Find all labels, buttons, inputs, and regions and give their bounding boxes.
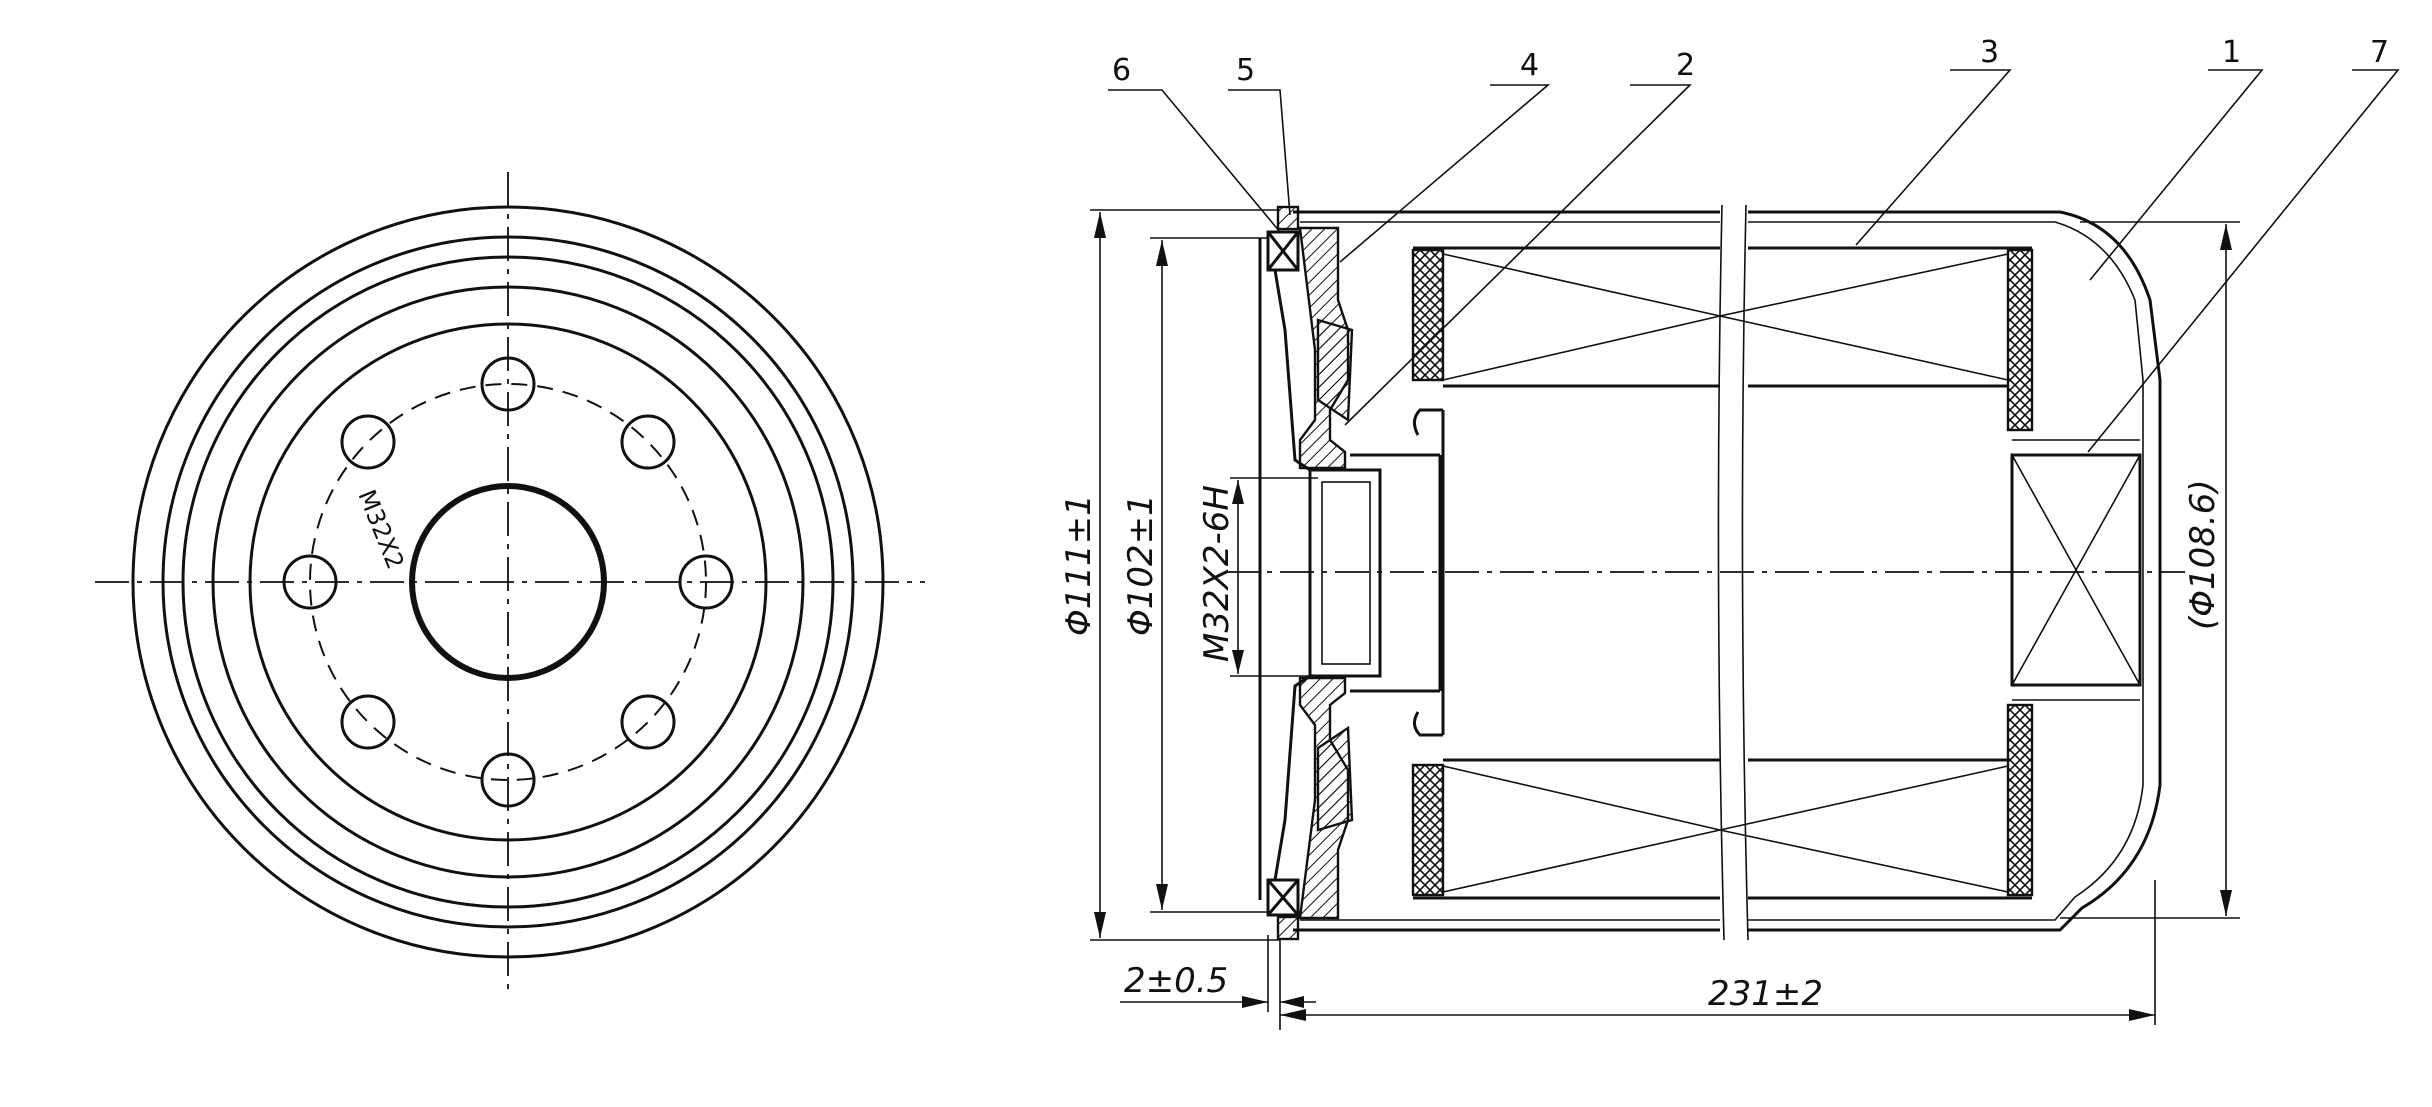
- part-number-labels: 6 5 4 2 3 1 7: [1112, 35, 2389, 88]
- break-line-left: [1717, 204, 1725, 941]
- oil-hole: [620, 694, 676, 750]
- valve-bottom: [1316, 725, 1354, 832]
- section-view: [1225, 204, 2185, 941]
- bypass-valve-cross: [2011, 454, 2141, 686]
- element-media-bottom: [1413, 758, 2032, 900]
- threaded-boss-inner: [1321, 481, 1371, 665]
- part-leaders: [1108, 69, 2400, 453]
- part-label-6: 6: [1112, 53, 1131, 88]
- seal-ring-bottom: [1266, 878, 1300, 917]
- part-label-1: 1: [2222, 35, 2241, 70]
- part-label-5: 5: [1236, 53, 1255, 88]
- gasket-bottom: [1276, 915, 1300, 941]
- oil-hole: [340, 414, 396, 470]
- dim-thread: M32X2-6H: [1197, 485, 1237, 662]
- part-label-4: 4: [1520, 48, 1539, 83]
- valve-top: [1316, 318, 1354, 423]
- gasket-top: [1276, 205, 1300, 231]
- end-view-thread-label: M32X2: [352, 486, 409, 573]
- pleat-cross-top: [1442, 253, 2009, 381]
- dim-overall-length: 231±2: [1708, 974, 1823, 1014]
- dim-shell-diameter: (Φ108.6): [2183, 479, 2223, 630]
- pleat-cross-bottom: [1442, 765, 2009, 893]
- end-view: M32X2: [95, 172, 925, 995]
- element-left-cap-bottom: [1411, 763, 1445, 897]
- dim-outer-diameter: Φ111±1: [1059, 494, 1099, 636]
- part-label-2: 2: [1676, 48, 1695, 83]
- part-label-3: 3: [1980, 35, 1999, 70]
- oil-hole: [620, 414, 676, 470]
- element-left-cap-top: [1411, 248, 1445, 382]
- element-media-top: [1413, 246, 2032, 388]
- part-label-7: 7: [2370, 35, 2389, 70]
- inner-shell-line: [1300, 221, 2144, 921]
- element-right-cap-bottom: [2006, 703, 2034, 897]
- bypass-valve: [2010, 453, 2142, 687]
- center-tube: [1413, 408, 1445, 737]
- dimensions: Φ111±1 Φ102±1 M32X2-6H (Φ108.6) 2±0.5: [1059, 209, 2240, 1030]
- dim-inner-diameter: Φ102±1: [1121, 494, 1161, 636]
- oil-hole: [340, 694, 396, 750]
- seal-ring-top: [1266, 230, 1300, 272]
- dim-gasket-offset: 2±0.5: [1124, 961, 1228, 1001]
- element-right-cap-top: [2006, 248, 2034, 432]
- outer-shell: [1293, 210, 2162, 932]
- base-plate-outline: [1258, 238, 1312, 900]
- threaded-boss: [1308, 468, 1382, 678]
